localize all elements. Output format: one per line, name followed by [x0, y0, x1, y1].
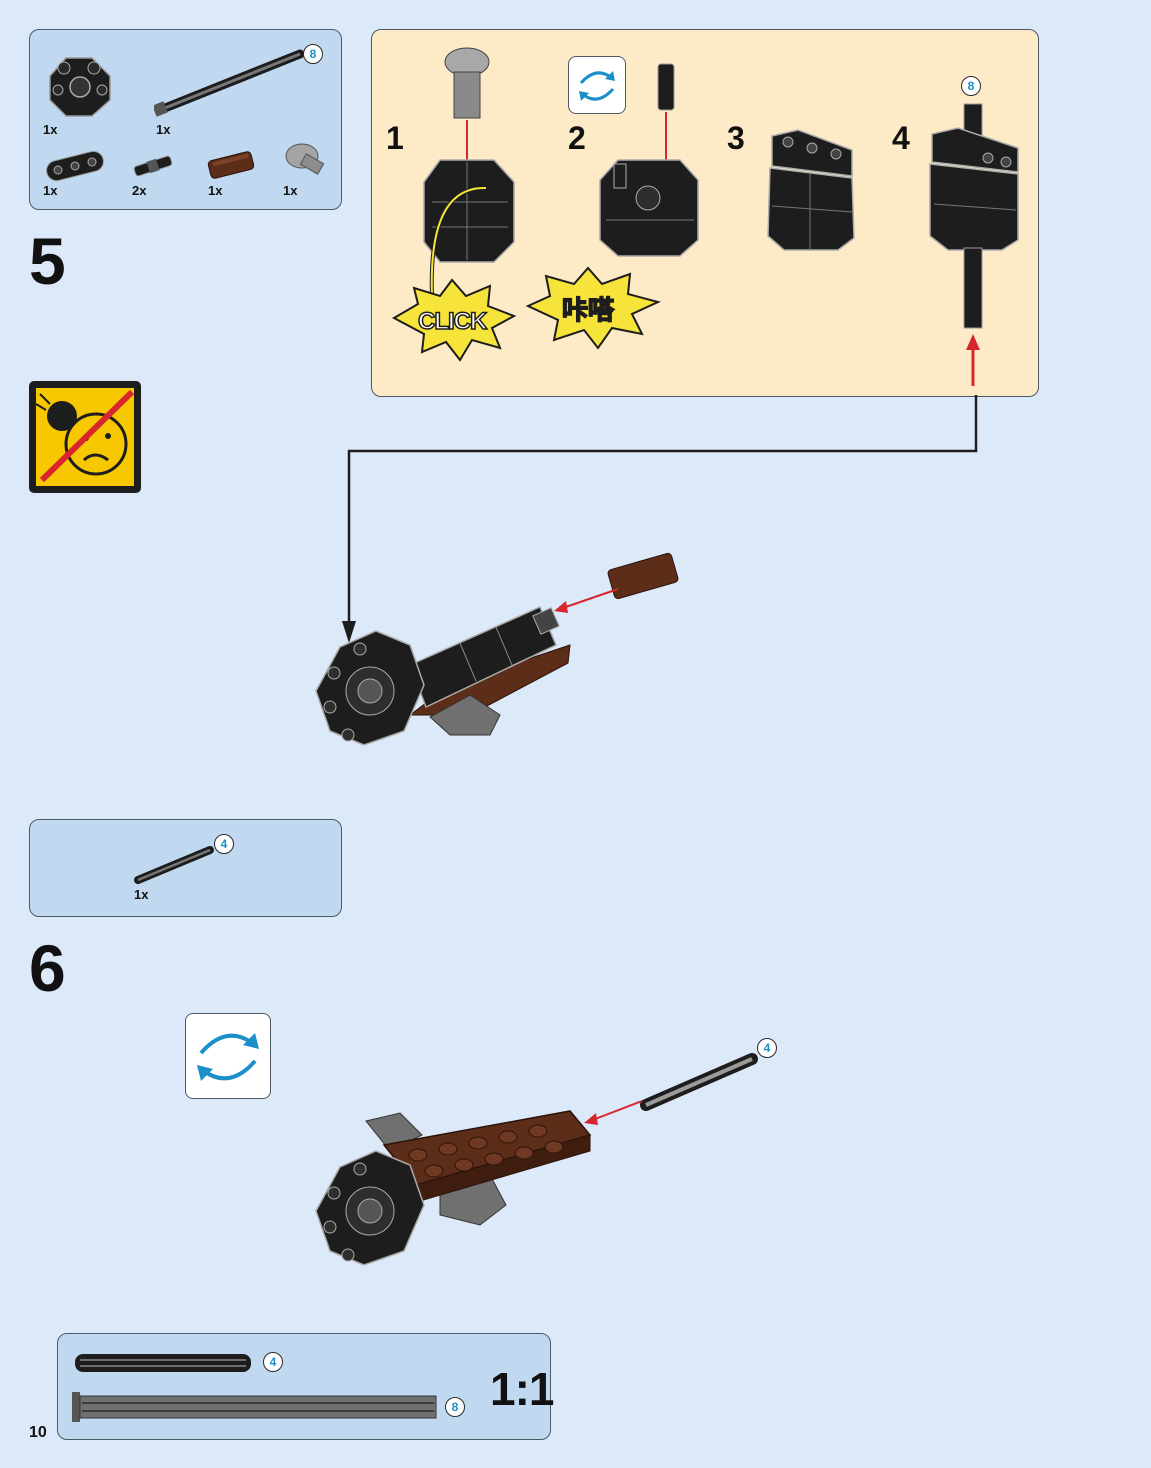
part-qty: 1x: [208, 183, 222, 198]
beam-3-icon: [42, 148, 108, 184]
axle-4-actual-size-icon: [74, 1352, 254, 1374]
step5-parts-panel: 1x 1x 8 1x 2x 1x 1x: [29, 29, 342, 210]
connector-peg-icon: [130, 152, 176, 180]
axle-length-badge: 8: [961, 76, 981, 96]
octagonal-connector-icon: [44, 50, 116, 122]
part-qty: 2x: [132, 183, 146, 198]
no-shooting-at-face-icon: [28, 380, 142, 494]
step-number: 6: [29, 935, 66, 1001]
step-number: 5: [29, 228, 66, 294]
rotate-model-icon: [193, 1027, 263, 1085]
axle-8-icon: [154, 48, 304, 118]
step6-model: [300, 1035, 780, 1275]
scale-label: 1:1: [490, 1362, 553, 1416]
substep4-assembly: [926, 100, 1026, 390]
part-qty: 1x: [283, 183, 297, 198]
part-qty: 1x: [43, 122, 57, 137]
step6-parts-panel: 4 1x: [29, 819, 342, 917]
axle-8-actual-size-icon: [72, 1392, 438, 1422]
substep2-assembly: [594, 60, 704, 260]
substep-label: 1: [386, 122, 404, 154]
axle-4-icon: [132, 844, 216, 886]
part-qty: 1x: [156, 122, 170, 137]
round-brick-brown-icon: [206, 148, 256, 182]
part-qty: 1x: [43, 183, 57, 198]
step5-model: [300, 545, 700, 755]
click-burst-icon: [388, 176, 528, 366]
axle-length-badge: 4: [757, 1038, 777, 1058]
page-number: 10: [29, 1424, 47, 1442]
axle-length-badge: 4: [214, 834, 234, 854]
axle-length-badge: 8: [303, 44, 323, 64]
step5-subassembly-panel: 1 2 3 4 CLICK 咔嗒: [371, 29, 1039, 397]
substep-label: 4: [892, 122, 910, 154]
part-qty: 1x: [134, 887, 148, 902]
axle-length-badge: 4: [263, 1352, 283, 1372]
click-text: CLICK: [418, 308, 486, 336]
projectile-cap-icon: [282, 138, 330, 184]
substep3-assembly: [762, 126, 862, 256]
axle-length-badge: 8: [445, 1397, 465, 1417]
scale-reference-box: 4 8 1:1: [57, 1333, 551, 1440]
substep-label: 2: [568, 122, 586, 154]
rotate-model-box: [185, 1013, 271, 1099]
click-cn-text: 咔嗒: [562, 290, 614, 327]
substep-label: 3: [727, 122, 745, 154]
